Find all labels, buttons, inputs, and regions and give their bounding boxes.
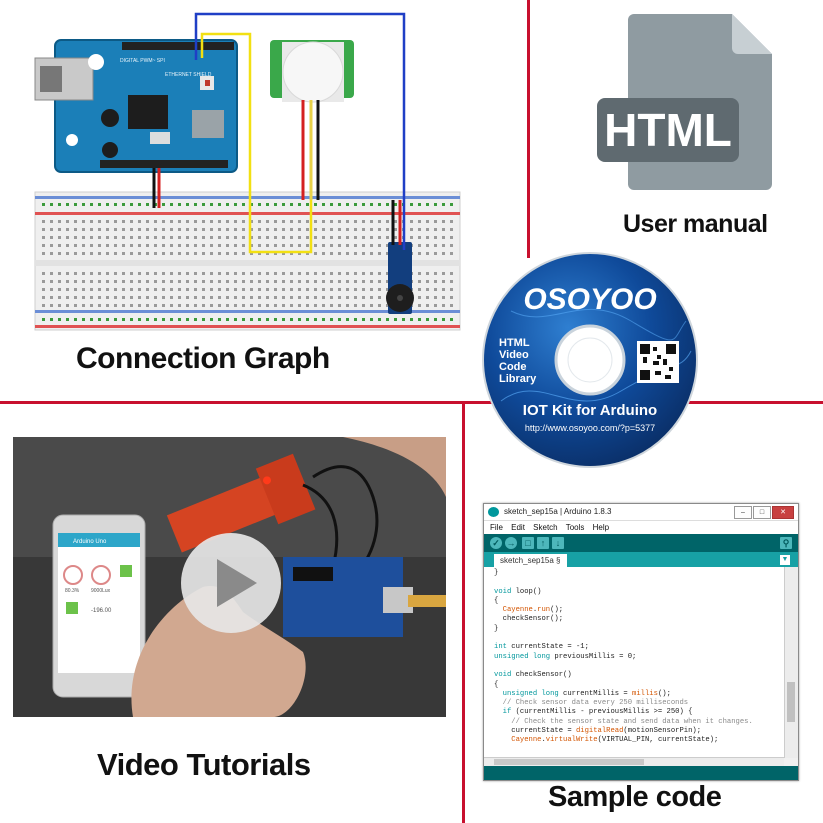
code-line: int currentState = -1; xyxy=(494,643,589,652)
code-line: Cayenne.run(); xyxy=(502,606,564,615)
svg-text:OSOYOO: OSOYOO xyxy=(523,283,656,316)
code-line: if (currentMillis - previousMillis >= 25… xyxy=(502,708,693,717)
open-sketch-button[interactable]: ↑ xyxy=(537,537,549,549)
menu-edit[interactable]: Edit xyxy=(511,523,525,532)
svg-text:-196.00: -196.00 xyxy=(91,608,112,614)
code-line: // Check the sensor state and send data … xyxy=(494,717,753,726)
pir-motion-sensor xyxy=(270,40,354,103)
code-line: unsigned long previousMillis = 0; xyxy=(494,652,637,661)
menu-tools[interactable]: Tools xyxy=(565,523,585,532)
arduino-ide-window: sketch_sep15a | Arduino 1.8.3 – □ ✕ File… xyxy=(483,503,799,781)
svg-text:Code: Code xyxy=(499,361,527,373)
divider-vertical-bottom xyxy=(462,401,465,823)
svg-text:DIGITAL PWM~ SPI: DIGITAL PWM~ SPI xyxy=(120,58,165,64)
close-button[interactable]: ✕ xyxy=(772,506,794,519)
console-area xyxy=(484,766,798,780)
html-badge: HTML xyxy=(597,98,739,162)
divider-horizontal-top xyxy=(0,401,462,404)
code-line: void checkSensor() xyxy=(494,671,572,680)
code-editor[interactable]: } void loop(){ Cayenne.run(); checkSenso… xyxy=(484,567,784,758)
code-line xyxy=(494,662,774,671)
tab-sketch[interactable]: sketch_sep15a § xyxy=(494,554,567,568)
divider-vertical-top xyxy=(527,0,530,258)
caption-video-tutorials: Video Tutorials xyxy=(97,747,311,782)
ide-toolbar: ✓ → □ ↑ ↓ ⚲ xyxy=(484,534,798,552)
code-line: { xyxy=(494,680,499,689)
code-line: currentState = digitalRead(motionSensorP… xyxy=(494,727,702,736)
ide-window-title: sketch_sep15a | Arduino 1.8.3 xyxy=(504,507,612,516)
code-line: } xyxy=(494,624,499,633)
svg-text:ETHERNET SHIELD: ETHERNET SHIELD xyxy=(165,72,212,78)
minimize-button[interactable]: – xyxy=(734,506,752,519)
svg-text:HTML: HTML xyxy=(499,337,530,349)
upload-button[interactable]: → xyxy=(505,537,517,549)
video-tutorial-frame[interactable]: Arduino Uno 80.3% 9000Lux -196.00 xyxy=(13,437,446,717)
verify-button[interactable]: ✓ xyxy=(490,537,502,549)
osoyoo-cd: OSOYOO HTML Video Code Library IOT Kit f… xyxy=(482,252,698,468)
code-line: checkSensor(); xyxy=(494,615,564,624)
arduino-ethernet-shield: DIGITAL PWM~ SPI ETHERNET SHIELD xyxy=(34,39,238,173)
svg-text:Video: Video xyxy=(499,349,529,361)
svg-text:http://www.osoyoo.com/?p=5377: http://www.osoyoo.com/?p=5377 xyxy=(525,423,655,433)
svg-text:IOT Kit for Arduino: IOT Kit for Arduino xyxy=(523,402,657,419)
menu-help[interactable]: Help xyxy=(592,523,610,532)
maximize-button[interactable]: □ xyxy=(753,506,771,519)
tab-menu-chevron-down-icon[interactable]: ▼ xyxy=(780,555,790,565)
menu-sketch[interactable]: Sketch xyxy=(533,523,558,532)
caption-user-manual: User manual xyxy=(623,210,768,238)
code-line xyxy=(494,634,774,643)
serial-monitor-button[interactable]: ⚲ xyxy=(780,537,792,549)
menu-file[interactable]: File xyxy=(490,523,503,532)
code-line: unsigned long currentMillis = millis(); xyxy=(502,689,671,698)
connection-graph-illustration: DIGITAL PWM~ SPI ETHERNET SHIELD xyxy=(34,12,461,331)
caption-connection-graph: Connection Graph xyxy=(76,342,330,375)
code-line: Cayenne.virtualWrite(VIRTUAL_PIN, curren… xyxy=(511,736,719,745)
code-line: { xyxy=(494,596,499,605)
code-line xyxy=(494,578,774,587)
caption-sample-code: Sample code xyxy=(548,781,722,813)
svg-text:9000Lux: 9000Lux xyxy=(91,588,111,594)
save-sketch-button[interactable]: ↓ xyxy=(552,537,564,549)
ide-menubar: File Edit Sketch Tools Help xyxy=(484,521,798,534)
ide-tabbar: sketch_sep15a § ▼ xyxy=(484,552,798,568)
svg-text:Library: Library xyxy=(499,373,537,385)
new-sketch-button[interactable]: □ xyxy=(522,537,534,549)
svg-text:80.3%: 80.3% xyxy=(65,588,80,594)
ide-titlebar: sketch_sep15a | Arduino 1.8.3 – □ ✕ xyxy=(484,504,798,521)
horizontal-scrollbar[interactable] xyxy=(484,757,784,766)
video-scene: Arduino Uno 80.3% 9000Lux -196.00 xyxy=(13,437,446,717)
buzzer-module xyxy=(386,242,414,314)
svg-text:Arduino Uno: Arduino Uno xyxy=(73,539,107,545)
code-line: void loop() xyxy=(494,587,542,596)
code-line: } xyxy=(494,569,499,577)
vertical-scrollbar[interactable] xyxy=(784,567,798,758)
arduino-logo-icon xyxy=(488,507,499,517)
code-line: // Check sensor data every 250 milliseco… xyxy=(494,699,689,708)
